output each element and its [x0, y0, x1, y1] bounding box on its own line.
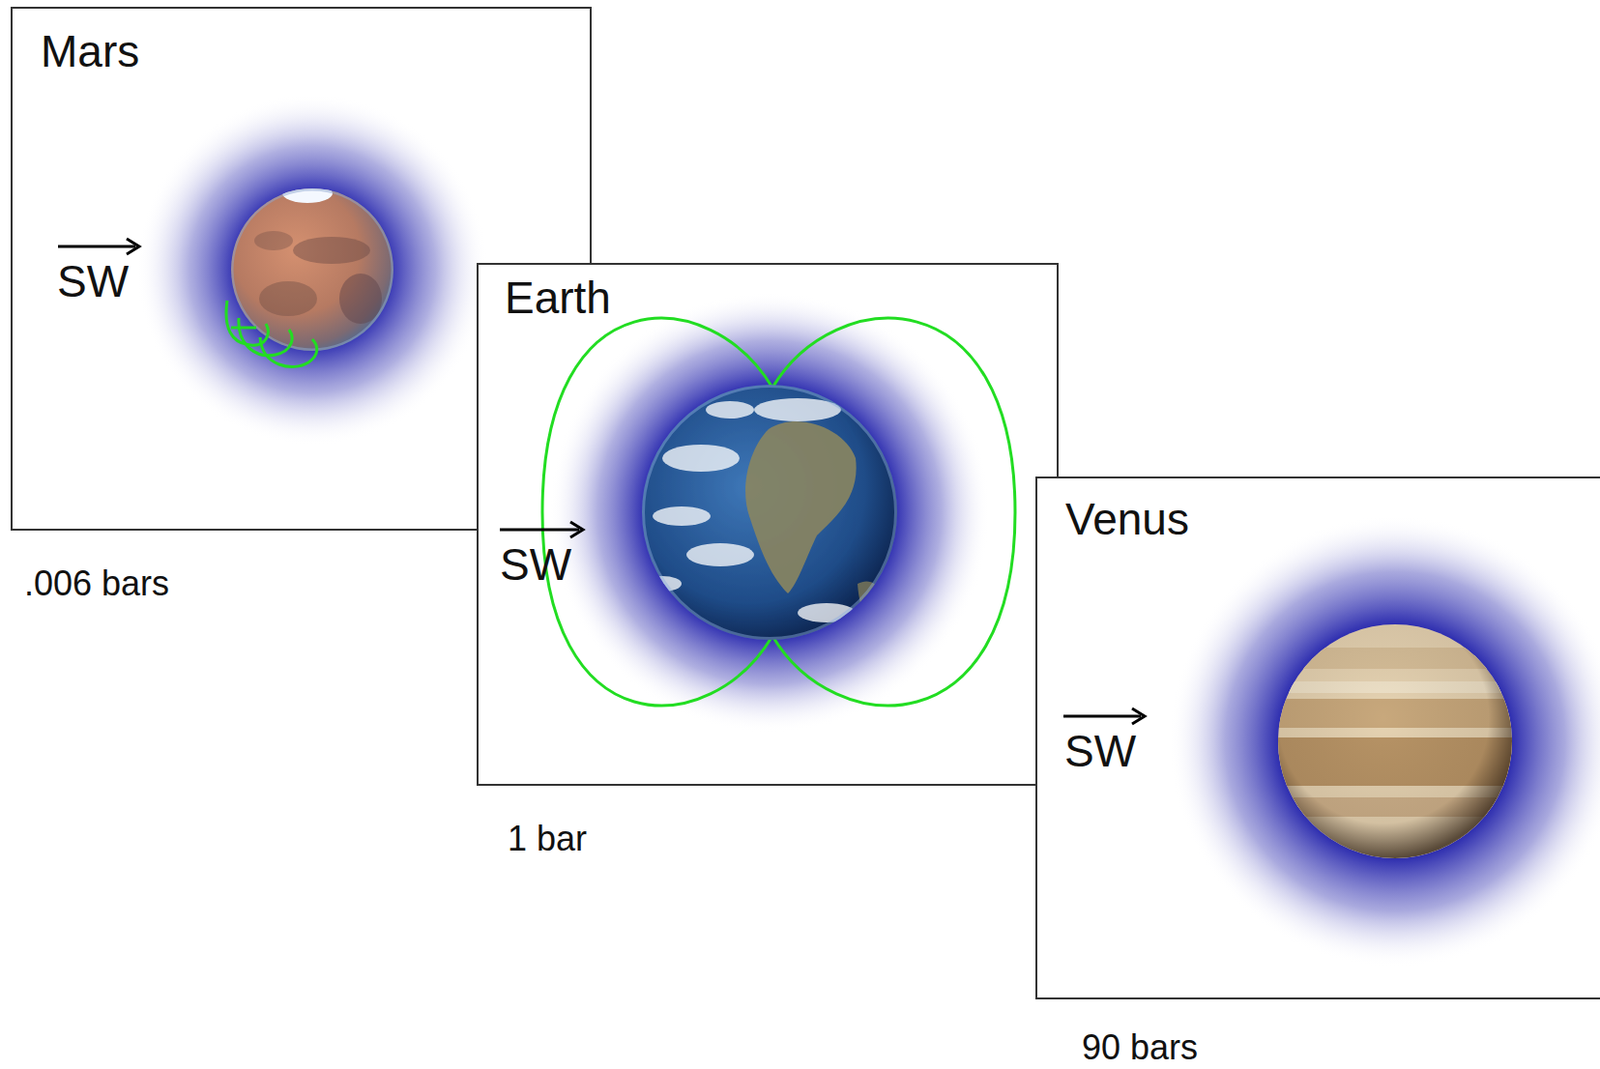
label-holder: SW	[499, 539, 572, 591]
text-holder: 1 bar	[507, 818, 587, 859]
pressure-caption: 1 bar	[507, 818, 587, 859]
label-holder: SW	[1064, 726, 1136, 778]
earth-illustration	[478, 264, 1061, 788]
solar-wind-label: SW	[499, 539, 572, 591]
solar-wind-label: SW	[57, 256, 129, 308]
pressure-caption: .006 bars	[24, 563, 170, 604]
pressure-caption: 90 bars	[1081, 1027, 1198, 1068]
text-holder: Venus	[1065, 494, 1190, 546]
venus-panel: Venus90 barsSW	[1035, 476, 1600, 1000]
text-holder: 90 bars	[1081, 1027, 1198, 1068]
planet-name: Mars	[40, 26, 140, 78]
text-holder: Earth	[504, 272, 611, 324]
label-holder: SW	[57, 256, 129, 308]
earth-panel: Earth1 barSW	[476, 262, 1059, 786]
planet-name: Venus	[1065, 494, 1190, 546]
text-holder: Mars	[40, 26, 140, 78]
solar-wind-label: SW	[1064, 726, 1136, 778]
text-holder: .006 bars	[24, 563, 170, 604]
planet-name: Earth	[504, 272, 611, 324]
